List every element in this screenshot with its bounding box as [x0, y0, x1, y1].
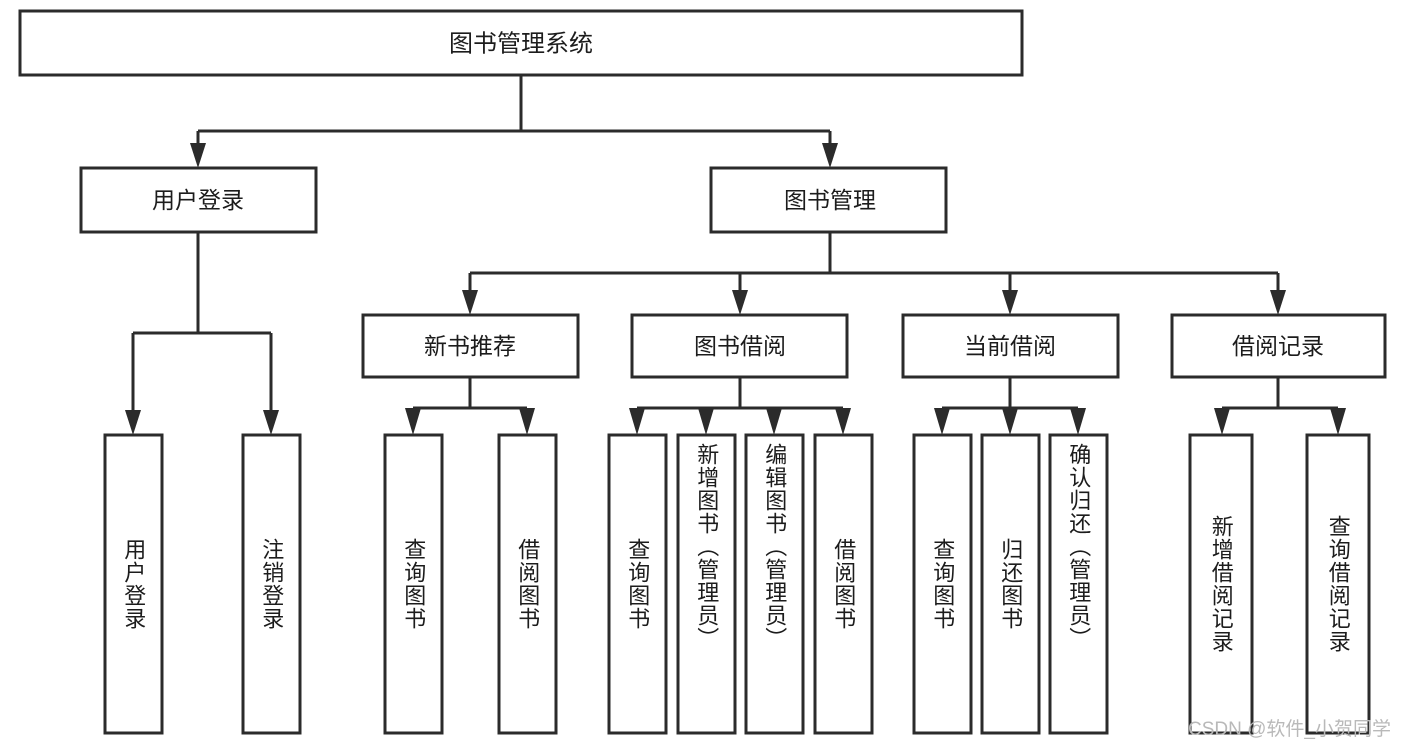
arrow-head-new-book-recommend: [462, 290, 478, 315]
node-book-management-box[interactable]: [709, 166, 948, 234]
node-leaf-query-book-2-box[interactable]: [607, 433, 668, 735]
arrow-head-leaf-return-book: [1002, 408, 1018, 435]
arrow-head-borrow-record: [1270, 290, 1286, 315]
arrow-head-book-borrow: [732, 290, 748, 315]
node-book-management-label: 图书管理: [784, 187, 876, 213]
node-current-borrow-box[interactable]: [901, 313, 1120, 379]
node-user-login[interactable]: 用户登录: [79, 166, 318, 234]
node-new-book-recommend-label: 新书推荐: [424, 333, 516, 359]
connector-layer: [125, 75, 1346, 435]
node-new-book-recommend[interactable]: 新书推荐: [361, 313, 580, 379]
arrow-head-leaf-add-book: [698, 408, 714, 435]
node-leaf-user-login-box[interactable]: [103, 433, 164, 735]
node-book-borrow-box[interactable]: [630, 313, 849, 379]
node-title[interactable]: 图书管理系统: [18, 9, 1024, 77]
node-borrow-record[interactable]: 借阅记录: [1170, 313, 1387, 379]
node-leaf-edit-book-box[interactable]: [744, 433, 805, 735]
arrow-head-leaf-add-record: [1214, 408, 1230, 435]
node-book-borrow-label: 图书借阅: [694, 333, 786, 359]
node-book-borrow[interactable]: 图书借阅: [630, 313, 849, 379]
node-title-label: 图书管理系统: [449, 30, 593, 57]
arrow-head-leaf-borrow-book-1: [519, 408, 535, 435]
node-user-login-box[interactable]: [79, 166, 318, 234]
node-leaf-logout-box[interactable]: [241, 433, 302, 735]
node-leaf-confirm-return-box[interactable]: [1048, 433, 1109, 735]
arrow-head-current-borrow: [1002, 290, 1018, 315]
node-leaf-query-book-3-box[interactable]: [912, 433, 973, 735]
arrow-head-leaf-logout: [263, 410, 279, 435]
node-user-login-label: 用户登录: [152, 187, 244, 213]
arrow-head-leaf-borrow-book-2: [835, 408, 851, 435]
arrow-head-user-login: [190, 143, 206, 168]
node-title-box[interactable]: [18, 9, 1024, 77]
node-book-management[interactable]: 图书管理: [709, 166, 948, 234]
arrow-head-leaf-confirm-return: [1070, 408, 1086, 435]
arrow-head-leaf-user-login: [125, 410, 141, 435]
arrow-head-book-management: [822, 143, 838, 168]
node-leaf-return-book-box[interactable]: [980, 433, 1041, 735]
node-borrow-record-box[interactable]: [1170, 313, 1387, 379]
node-leaf-query-book-1-box[interactable]: [383, 433, 444, 735]
node-leaf-query-record-box[interactable]: [1305, 433, 1371, 735]
node-current-borrow-label: 当前借阅: [964, 333, 1056, 359]
arrow-head-leaf-query-book-3: [934, 408, 950, 435]
node-current-borrow[interactable]: 当前借阅: [901, 313, 1120, 379]
node-borrow-record-label: 借阅记录: [1232, 333, 1324, 359]
node-leaf-borrow-book-1-box[interactable]: [497, 433, 558, 735]
node-new-book-recommend-box[interactable]: [361, 313, 580, 379]
arrow-head-leaf-query-book-1: [405, 408, 421, 435]
node-leaf-borrow-book-2-box[interactable]: [813, 433, 874, 735]
node-leaf-add-book-box[interactable]: [676, 433, 737, 735]
arrow-head-leaf-edit-book: [766, 408, 782, 435]
node-leaf-add-record-box[interactable]: [1188, 433, 1254, 735]
arrow-head-leaf-query-book-2: [629, 408, 645, 435]
arrow-head-leaf-query-record: [1330, 408, 1346, 435]
